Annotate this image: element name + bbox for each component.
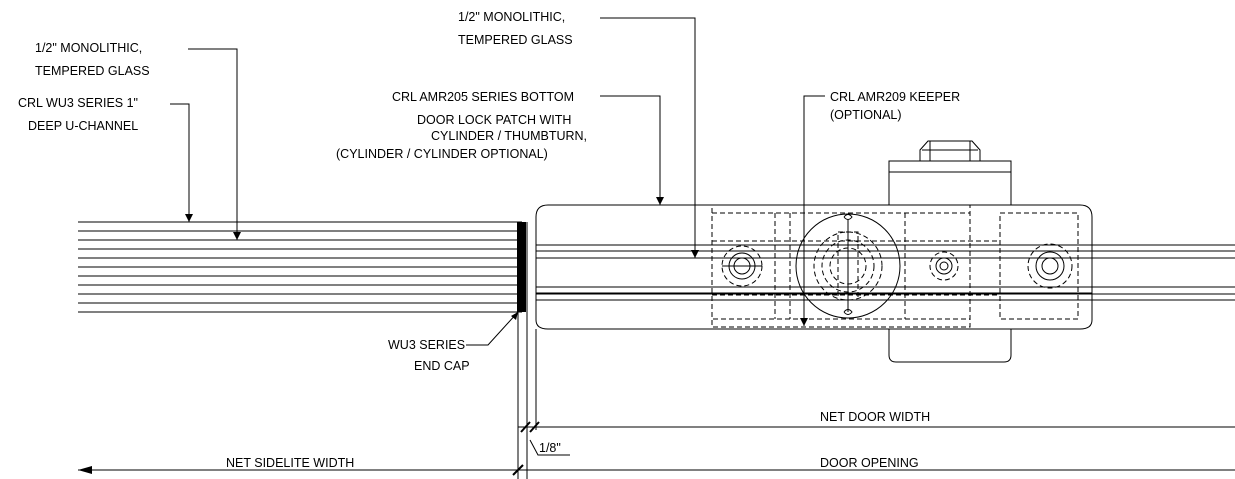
keeper-bottom	[888, 329, 1012, 363]
callout-text: CYLINDER / THUMBTURN,	[431, 129, 587, 143]
dim-text: 1/8"	[539, 441, 561, 455]
dim-net-door-width: NET DOOR WIDTH	[518, 410, 1235, 433]
screw-icon	[929, 251, 959, 281]
sidelite-glass	[78, 221, 522, 313]
callout-text: 1/2" MONOLITHIC,	[35, 41, 142, 55]
callout-text: DOOR LOCK PATCH WITH	[417, 113, 571, 127]
callout-text: DEEP U-CHANNEL	[28, 119, 138, 133]
door-glass	[536, 244, 1235, 301]
callout-end-cap: WU3 SERIES END CAP	[388, 311, 519, 373]
callout-text: CRL AMR205 SERIES BOTTOM	[392, 90, 574, 104]
callout-text: (OPTIONAL)	[830, 108, 902, 122]
callout-text: (CYLINDER / CYLINDER OPTIONAL)	[336, 147, 548, 161]
cylinder-icon	[795, 213, 901, 319]
callout-glass-left: 1/2" MONOLITHIC, TEMPERED GLASS	[35, 41, 241, 240]
lock-patch-body	[535, 204, 1093, 330]
callout-keeper: CRL AMR209 KEEPER (OPTIONAL)	[800, 90, 960, 326]
callout-glass-right: 1/2" MONOLITHIC, TEMPERED GLASS	[458, 10, 699, 258]
keeper-top	[888, 140, 1012, 206]
dim-text: NET SIDELITE WIDTH	[226, 456, 354, 470]
screw-icon	[721, 245, 763, 287]
dim-gap: 1/8"	[529, 439, 570, 456]
dim-baseline: NET SIDELITE WIDTH DOOR OPENING	[78, 456, 1235, 476]
callout-uchannel: CRL WU3 SERIES 1" DEEP U-CHANNEL	[18, 96, 193, 222]
callout-text: CRL AMR209 KEEPER	[830, 90, 960, 104]
callout-text: CRL WU3 SERIES 1"	[18, 96, 138, 110]
callout-text: END CAP	[414, 359, 470, 373]
callout-text: TEMPERED GLASS	[35, 64, 150, 78]
screw-icon	[1027, 243, 1073, 289]
callout-text: TEMPERED GLASS	[458, 33, 573, 47]
end-cap	[517, 222, 528, 312]
callout-text: WU3 SERIES	[388, 338, 465, 352]
hidden-components	[711, 204, 1079, 328]
callout-lock-patch: CRL AMR205 SERIES BOTTOM DOOR LOCK PATCH…	[336, 90, 664, 205]
callout-text: 1/2" MONOLITHIC,	[458, 10, 565, 24]
dim-text: NET DOOR WIDTH	[820, 410, 930, 424]
dim-text: DOOR OPENING	[820, 456, 919, 470]
